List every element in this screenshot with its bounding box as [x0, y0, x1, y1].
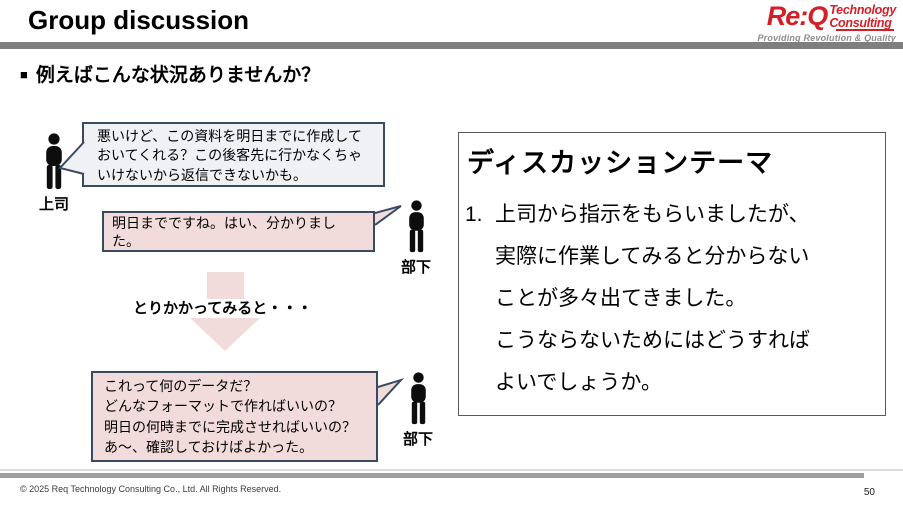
down-arrow-icon	[190, 318, 260, 351]
page-number: 50	[863, 487, 875, 498]
logo-underline	[836, 29, 894, 31]
bubble-tail-left-icon	[58, 141, 85, 175]
subordinate-figure-1: 部下	[396, 200, 436, 277]
boss-label: 上司	[38, 196, 69, 213]
footer-divider-light	[0, 469, 903, 471]
title-divider	[0, 42, 903, 49]
speech-bubble-questions: これって何のデータだ？ どんなフォーマットで作ればいいの？ 明日の何時までに完成…	[91, 371, 378, 462]
page-title: Group discussion	[28, 5, 250, 35]
theme-list-item: 1. 上司から指示をもらいましたが、実際に作業してみると分からないことが多々出て…	[465, 194, 885, 404]
company-logo: Re:Q Technology Consulting Providing Rev…	[726, 1, 897, 44]
speech-bubble-boss: 悪いけど、この資料を明日までに作成しておいてくれる？この後客先に行かなくちゃいけ…	[82, 122, 385, 187]
transition-label: とりかかってみると・・・	[133, 300, 313, 317]
boss-figure: 上司	[34, 133, 74, 214]
bubble-tail-right2-icon	[377, 377, 405, 406]
reply-bubble-text: 明日までですね。はい、分かりました。	[112, 215, 336, 250]
theme-item-number: 1.	[465, 203, 483, 226]
subordinate-label-2: 部下	[402, 431, 433, 448]
logo-brand-text: Re:Q	[766, 1, 829, 31]
down-arrow-stem	[207, 272, 244, 299]
logo-word-stack: Technology Consulting	[829, 4, 896, 29]
logo-row: Re:Q Technology Consulting	[726, 1, 897, 31]
boss-bubble-text: 悪いけど、この資料を明日までに作成しておいてくれる？この後客先に行かなくちゃいけ…	[97, 128, 363, 183]
theme-panel-title: ディスカッションテーマ	[467, 148, 774, 178]
discussion-theme-panel: ディスカッションテーマ 1. 上司から指示をもらいましたが、実際に作業してみると…	[458, 132, 886, 416]
questions-bubble-text: これって何のデータだ？ どんなフォーマットで作ればいいの？ 明日の何時までに完成…	[104, 378, 356, 455]
footer-copyright: © 2025 Req Technology Consulting Co., Lt…	[20, 484, 282, 494]
logo-word-consulting: Consulting	[829, 15, 892, 30]
boss-person-icon	[46, 133, 62, 189]
footer-divider	[0, 473, 864, 478]
logo-word-technology: Technology	[829, 3, 896, 17]
section-heading: ■ 例えばこんな状況ありませんか？	[20, 60, 320, 87]
bubble-tail-right-icon	[374, 205, 402, 226]
square-bullet-icon: ■	[20, 67, 28, 82]
subordinate-person-icon	[408, 200, 424, 253]
subordinate-label-1: 部下	[400, 259, 431, 276]
subordinate-figure-2: 部下	[398, 372, 438, 449]
theme-item-text: 上司から指示をもらいましたが、実際に作業してみると分からないことが多々出てきまし…	[495, 203, 810, 394]
logo-tagline: Providing Revolution & Quality	[757, 33, 896, 43]
speech-bubble-reply: 明日までですね。はい、分かりました。	[102, 211, 375, 252]
subordinate-person-icon-2	[410, 372, 426, 425]
section-heading-text: 例えばこんな状況ありませんか？	[35, 65, 321, 86]
